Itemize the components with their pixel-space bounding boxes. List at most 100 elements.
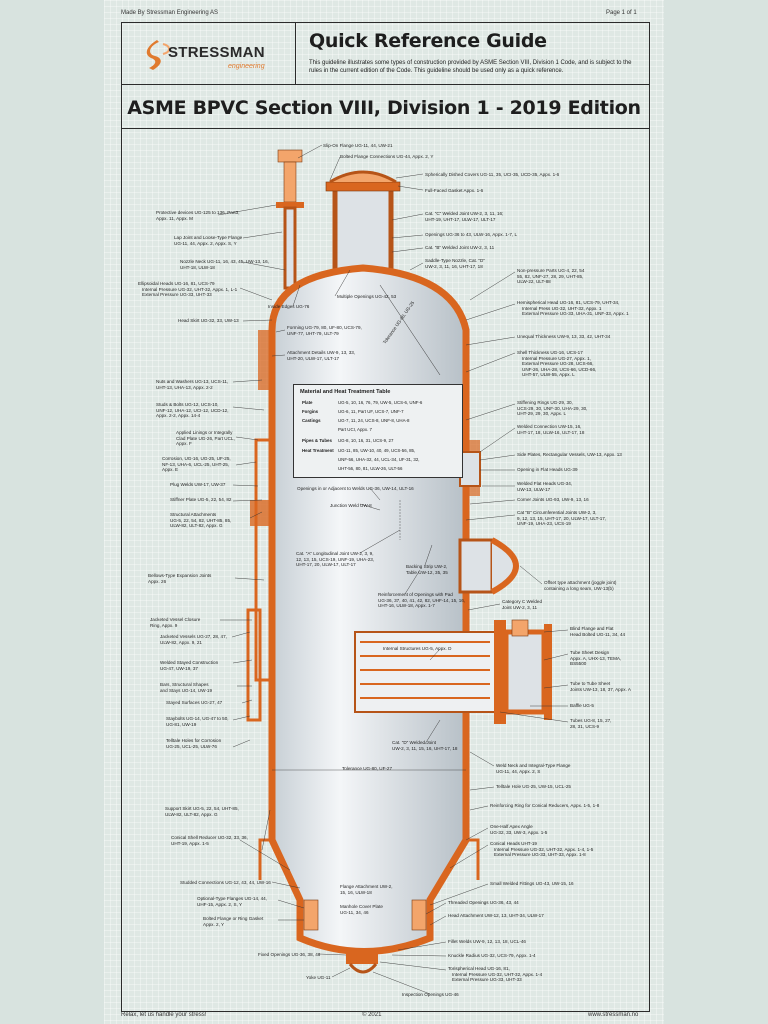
- label-tube-joints-2: Joints UW-13, 18, 37, Appx. A: [570, 686, 631, 692]
- intro-text: This guideline illustrates some types of…: [309, 60, 632, 74]
- label-structural-attachments-3: ULW-82, ULT-82, Appx. G: [170, 523, 223, 528]
- label-conical-heads: Conical Heads UHT-19: [490, 841, 537, 846]
- label-category-c: Category C Welded: [502, 599, 543, 604]
- label-corrosion-2: NF-13, UHA-6, UCL-25, UHT-25,: [162, 461, 230, 467]
- label-studded-connections: Studded Connections UG-12, 43, 44, UW-16: [180, 880, 271, 885]
- footer-slogan: Relax, let us handle your stress!: [121, 1012, 207, 1018]
- label-apex-angle: One-Half Apex Angle: [490, 824, 533, 829]
- label-reinforcing-ring: Reinforcing Ring for Conical Reducers, A…: [490, 803, 600, 808]
- material-row: Part UCI, Appx. 7: [338, 427, 372, 432]
- label-nuts-washers-2: UHT-13, UHA-13, Appx. 2-2: [156, 384, 213, 390]
- label-knuckle-radius: Knuckle Radius UG-32, UCS-79, Appx. 1-4: [448, 953, 536, 958]
- label-ellipsoidal-heads-2: Internal Pressure UG-32, UHT-32, Appx. 1…: [142, 286, 238, 292]
- label-studs-bolts-3: Appx. 2-2, Appx. 14-4: [156, 413, 201, 418]
- footer-copyright: © 2021: [362, 1012, 382, 1018]
- guide-title: Quick Reference Guide: [309, 30, 547, 52]
- label-corrosion-3: Appx. E: [162, 467, 179, 472]
- stressman-logo-icon: [146, 40, 170, 70]
- label-unequal-thickness: Unequal Thickness UW-9, 13, 33, 42, UHT-…: [517, 334, 611, 339]
- label-tubes: Tubes UG-8, 15, 27,: [570, 718, 612, 723]
- label-opening-flat-heads: Opening in Flat Heads UG-39: [517, 467, 578, 472]
- label-protective-devices-2: Appx. 11, Appx. M: [156, 215, 193, 221]
- label-weld-neck-flange-2: UG-11, 44, Appx. 2, S: [496, 768, 541, 774]
- label-lap-joint-flange-2: UG-11, 44, Appx. 2, Appx. S, Y: [174, 240, 237, 246]
- label-flange-attachment: Flange Attachment UW-2,: [340, 884, 393, 889]
- label-welded-stayed: Welded Stayed Construction: [160, 660, 219, 665]
- label-jacket-closure-2: Ring, Appx. 9: [150, 622, 178, 628]
- label-bolted-flange-ring: Bolted Flange or Ring Gasket: [203, 916, 264, 921]
- label-welded-flat-heads-2: UW-13, ULW-17: [517, 486, 551, 492]
- label-bars-stays: Bars, Structural Shapes: [160, 682, 209, 687]
- outer-frame: [121, 22, 650, 1012]
- label-hemispherical-head: Hemispherical Head UG-16, 81, UCS-79, UH…: [517, 300, 620, 305]
- label-optional-flanges-2: UHF-15, Appx. 2, S, Y: [197, 901, 243, 907]
- label-attachment-details: Attachment Details UW-9, 13, 33,: [287, 350, 356, 355]
- label-tubes-2: 28, 31, UCS-9: [570, 723, 600, 729]
- label-stiffening-rings-2: UCS-29, 30, UNF-30, UHA-29, 30,: [517, 405, 588, 411]
- label-staybolts: Staybolts UG-14, UG-47 to 50,: [166, 716, 229, 721]
- header-rule: [121, 84, 649, 85]
- material-row: UHT-56, 80, 81, ULW-26, ULT-56: [338, 466, 403, 471]
- label-tube-sheet: Tube Sheet Design: [570, 650, 610, 655]
- label-reinforcement-pad-2: UG-36, 37, 40, 41, 42, 82, UHF-14, 15, 1…: [378, 597, 466, 603]
- label-welded-flat-heads: Welded Flat Heads UG-34,: [517, 481, 573, 486]
- label-bars-stays-2: and Stays UG-14, UW-19: [160, 687, 212, 693]
- label-staybolts-2: UG-81, UW-19: [166, 721, 197, 727]
- label-telltale-corrosion: Telltale Holes for Corrosion: [166, 738, 222, 743]
- label-shell-thickness: Shell Thickness UG-16, UCS-17: [517, 350, 583, 355]
- label-reinforcement-pad: Reinforcement of Openings with Pad: [378, 592, 453, 597]
- label-tube-sheet-2: Appx. A, UHX-13, TEMA,: [570, 655, 622, 661]
- material-table-title: Material and Heat Treatment Table: [300, 389, 391, 395]
- label-bellows-2: Appx. 26: [148, 578, 167, 584]
- label-cat-a-joint-2: 12, 13, 15, UCS-19, UNF-19, UHA-23,: [296, 556, 375, 562]
- label-ellipsoidal-heads-3: External Pressure UG-33, UHT-33: [142, 292, 212, 297]
- footer-website-link[interactable]: www.stressman.no: [588, 1012, 639, 1018]
- label-support-skirt: Support Skirt UG-5, 22, 54, UHT-85,: [165, 806, 239, 811]
- label-internal-structures: Internal Structures UG-5, Appx. D: [383, 646, 452, 651]
- label-plug-welds: Plug Welds UW-17, UW-37: [170, 482, 226, 487]
- label-shell-thickness-4: UNF-26, UHA-28, UCS-66, UCD-66,: [522, 366, 597, 372]
- label-shell-thickness-3: External Pressure UG-28, UCS-66,: [522, 361, 594, 366]
- label-fixed-openings: Fixed Openings UG-36, 38, 46: [258, 952, 321, 957]
- material-row: UNF-56, UHA-32, 44, UCL-34, UF-31, 32,: [338, 457, 420, 462]
- label-telltale-corrosion-2: UG-25, UCL-25, ULW-76: [166, 743, 217, 749]
- label-lap-joint-flange: Lap Joint and Loose-Type Flange: [174, 235, 243, 240]
- label-weld-neck-flange: Weld Neck and Integral-Type Flange: [496, 763, 571, 768]
- label-ellipsoidal-heads: Ellipsoidal Heads UG-16, 81, UCS-79: [138, 281, 215, 286]
- label-head-skirt: Head Skirt UG-32, 33, UW-13: [178, 318, 239, 323]
- label-offset-attachment: Offset type attachment (joggle joint): [544, 580, 617, 585]
- label-shell-thickness-5: UHT-57, ULW-55, Appx. L: [522, 372, 575, 377]
- label-hemispherical-head-2: Internal Press UG-32, UHT-32, Appx. 1: [522, 305, 602, 311]
- label-structural-attachments: Structural Attachments: [170, 512, 217, 517]
- label-cat-b-circumferential-3: UNF-19, UHA-23, UCS-19: [517, 521, 571, 526]
- label-flange-attachment-2: 15, 16, ULW-18: [340, 889, 372, 895]
- page-number: Page 1 of 1: [606, 10, 637, 16]
- label-stiffening-rings-3: UHT-29, 29, 30, Appx. L: [517, 411, 567, 416]
- top-nozzle: [332, 183, 394, 279]
- label-torispherical-head: Torispherical Head UG-16, 81,: [448, 966, 510, 971]
- label-saddle-nozzle-2: UW-2, 3, 11, 16, UHT-17, 18: [425, 263, 483, 269]
- label-studs-bolts: Studs & Bolts UG-12, UCS-10,: [156, 402, 219, 407]
- label-category-c-2: Joint UW-2, 3, 11: [502, 604, 538, 610]
- label-conical-heads-3: External Pressure UG-33, UHT-33, Appx. 1…: [494, 852, 586, 857]
- label-blind-flange-2: Head Bolted UG-11, 34, 44: [570, 631, 626, 637]
- label-support-skirt-2: ULW-82, ULT-82, Appx. G: [165, 811, 218, 817]
- label-bolted-flange: Bolted Flange Connections UG-44, Appx. 2…: [340, 154, 434, 159]
- label-attachment-details-2: UHT-20, ULW-17, ULT-17: [287, 355, 340, 361]
- label-welded-stayed-2: UG-47, UW-19, 37: [160, 665, 198, 671]
- label-nuts-washers: Nuts and Washers UG-13, UCS-11,: [156, 379, 229, 384]
- label-side-plates: Side Plates, Rectangular Vessels, UW-13,…: [517, 452, 622, 457]
- label-applied-linings-2: Clad Plate UG-26, Part UCL,: [176, 435, 235, 441]
- label-cat-c-joint-2: UHT-19, UHT-17, ULW-17, ULT-17: [425, 216, 496, 222]
- header-divider: [295, 22, 296, 84]
- label-bellows: Bellows-Type Expansion Joints: [148, 573, 212, 578]
- label-protective-devices: Protective devices UG-125 to 136, Part3,: [156, 210, 240, 215]
- label-cat-d-joint: Cat. "D" Welded Joint: [392, 740, 437, 745]
- label-inspection-openings: Inspection Openings UG-46: [402, 992, 459, 997]
- label-forming-2: UNF-77, UHT-79, ULT-79: [287, 330, 339, 336]
- label-tube-sheet-3: BS5500: [570, 661, 587, 666]
